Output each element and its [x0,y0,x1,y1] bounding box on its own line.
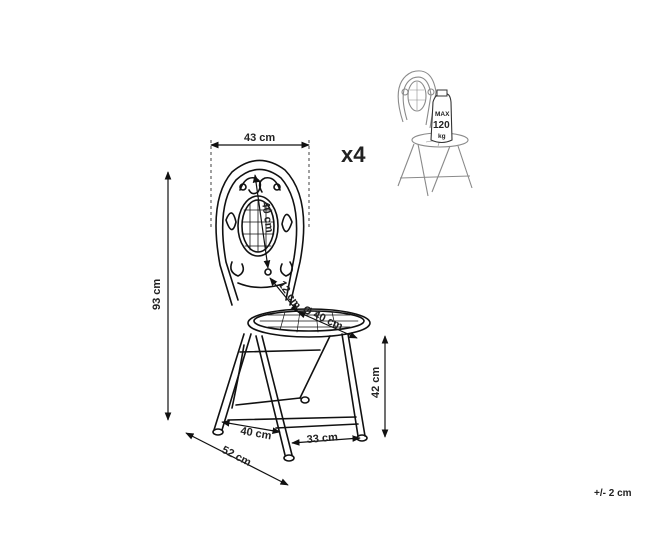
chair-drawing [212,159,371,462]
quantity-label: x4 [341,142,366,167]
width-label: 43 cm [244,132,275,144]
dimension-lines [164,140,389,486]
max-load-line3: kg [438,133,446,140]
max-load-line2: 120 [433,120,450,131]
weight-icon: MAX 120 kg [430,89,453,144]
backrest-gap-label: 12 cm [276,279,304,312]
seat-diameter-label: Ø 40 cm [301,304,345,333]
small-chair-icon [397,70,473,197]
seat-height-label: 42 cm [370,367,382,398]
base-width-label: 33 cm [306,431,338,446]
base-depth-label: 40 cm [239,425,272,442]
height-label: 93 cm [151,279,163,310]
tolerance-note: +/- 2 cm [594,488,632,499]
backrest-label: 40 cm [259,201,275,234]
depth-label: 52 cm [220,444,253,469]
max-load-line1: MAX [435,111,450,118]
